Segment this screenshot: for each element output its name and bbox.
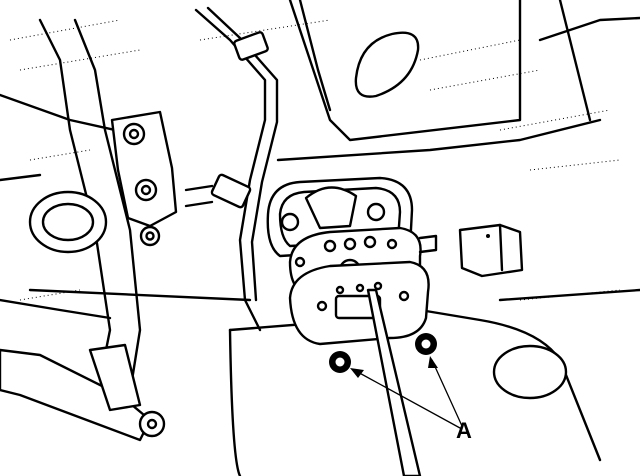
fuel-tank bbox=[28, 288, 640, 476]
callout-leaders bbox=[350, 356, 463, 429]
grommet-left bbox=[28, 190, 108, 254]
callout-label-a: A bbox=[456, 418, 472, 443]
mounting-nut-right bbox=[415, 333, 437, 355]
upper-panel bbox=[276, 0, 640, 162]
mounting-nut-left bbox=[329, 351, 351, 373]
right-box-bracket bbox=[458, 223, 524, 278]
fuel-pump-sender-assembly bbox=[266, 176, 438, 476]
wiring-harness bbox=[184, 6, 279, 332]
floor-stipple bbox=[9, 19, 621, 301]
mounting-bracket bbox=[110, 110, 178, 247]
lower-linkage bbox=[0, 343, 166, 442]
